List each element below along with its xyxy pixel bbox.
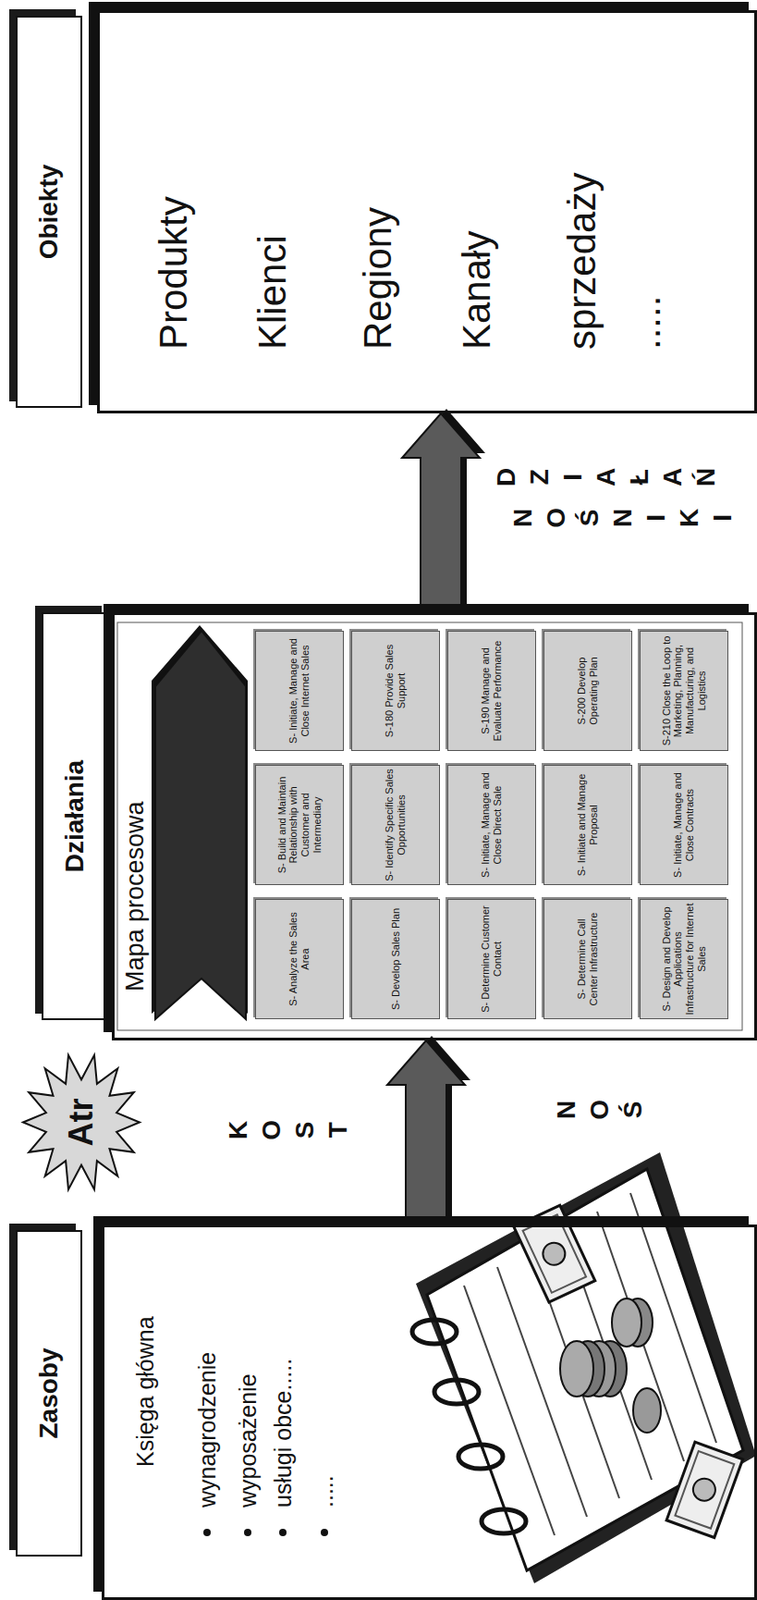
process-box: S- Develop Sales Plan <box>351 898 440 1019</box>
section-header: Działania <box>41 611 109 1020</box>
flow-letters: NOŚ <box>549 1098 650 1120</box>
activities-panel: Mapa procesowa S- Analyze the Sales Area S… <box>111 611 757 1040</box>
arrow-body <box>387 1039 465 1224</box>
process-box: S-200 Develop Operating Plan <box>543 630 633 751</box>
process-box: S- Identify Specific Sales Opportunities <box>351 764 440 885</box>
process-text: S-200 Develop Operating Plan <box>575 634 599 747</box>
section-header: Obiekty <box>15 15 83 408</box>
process-box: S- Determine Customer Contact <box>447 898 537 1019</box>
object-item: Kanały sprzedaży <box>424 109 635 350</box>
panel-heading: Księga główna <box>131 1315 159 1466</box>
header-text: Zasoby <box>34 1346 64 1438</box>
process-text: S-190 Manage and Evaluate Performance <box>479 634 503 747</box>
bullet-dot <box>279 1527 287 1536</box>
process-text: S- Initiate, Manage and Close Contracts <box>671 768 696 881</box>
star-text: Atr <box>61 1098 100 1147</box>
process-text: S-210 Close the Loop to Marketing, Plann… <box>660 634 709 747</box>
block-arrow <box>387 1035 471 1224</box>
process-box: S- Initiate, Manage and Close Internet S… <box>255 630 344 751</box>
process-box: S-210 Close the Loop to Marketing, Plann… <box>639 630 729 751</box>
object-item: Produkty <box>147 195 200 350</box>
chevron-shape <box>155 630 246 1019</box>
bullet-dot <box>320 1527 329 1536</box>
banknote <box>513 1204 596 1302</box>
book-cover <box>415 1151 757 1583</box>
block-arrow <box>402 408 486 612</box>
process-box: S- Initiate and Manage Proposal <box>543 764 633 885</box>
process-text: S- Design and Develop Applications Infra… <box>660 902 709 1015</box>
flow-letters: NOŚNIKI <box>506 507 740 528</box>
flow-letters: KOST <box>221 1119 355 1140</box>
map-frame <box>117 622 743 1030</box>
bullet-dot <box>244 1527 252 1536</box>
arrow-body <box>402 413 480 612</box>
header-text: Obiekty <box>34 164 64 260</box>
process-box: S- Determine Call Center Infrastructure <box>543 898 633 1019</box>
banknote <box>666 1440 743 1537</box>
map-title: Mapa procesowa <box>120 800 150 991</box>
object-item: Klienci <box>246 234 299 350</box>
process-box: S- Analyze the Sales Area <box>255 898 344 1019</box>
attribute-star: Atr <box>20 1050 143 1194</box>
process-box: S- Build and Maintain Relationship with … <box>255 764 344 885</box>
list-item: wyposażenie <box>233 1372 262 1507</box>
binder-rings <box>412 1318 526 1533</box>
process-box: S-180 Provide Sales Support <box>351 630 440 751</box>
section-header: Zasoby <box>15 1229 83 1556</box>
object-item: ..... <box>621 295 673 350</box>
objects-panel: Produkty Klienci Regiony Kanały sprzedaży..… <box>97 10 757 414</box>
process-box: S- Initiate, Manage and Close Direct Sal… <box>447 764 537 885</box>
list-item: wynagrodzenie <box>193 1351 221 1507</box>
process-text: S- Initiate, Manage and Close Direct Sal… <box>479 768 503 881</box>
process-text: S-180 Provide Sales Support <box>383 634 407 747</box>
book-pages <box>427 1168 744 1570</box>
process-text: S- Analyze the Sales Area <box>287 902 311 1015</box>
process-text: S- Determine Call Center Infrastructure <box>575 902 599 1015</box>
process-text: S- Initiate, Manage and Close Internet S… <box>287 634 311 747</box>
object-item: Regiony <box>352 207 404 350</box>
process-box: S- Initiate, Manage and Close Contracts <box>639 764 729 885</box>
flow-letters: DZIAŁAŃ <box>489 466 723 488</box>
list-item: usługi obce..... <box>268 1357 297 1507</box>
process-text: S- Determine Customer Contact <box>479 902 503 1015</box>
star-shape <box>23 1054 140 1189</box>
process-text: S- Initiate and Manage Proposal <box>575 768 599 881</box>
header-text: Działania <box>60 759 90 872</box>
process-text: S- Build and Maintain Relationship with … <box>276 768 324 881</box>
process-text: S- Develop Sales Plan <box>390 907 403 1010</box>
coin-stack <box>560 1297 661 1432</box>
resources-panel: Księga główna wynagrodzenie wyposażenieusł… <box>101 1223 757 1600</box>
list-item: ..... <box>310 1474 339 1507</box>
process-box: S-190 Manage and Evaluate Performance <box>447 630 537 751</box>
process-text: S- Identify Specific Sales Opportunities <box>383 768 407 881</box>
bullet-dot <box>203 1527 211 1536</box>
process-box: S- Design and Develop Applications Infra… <box>639 898 729 1019</box>
